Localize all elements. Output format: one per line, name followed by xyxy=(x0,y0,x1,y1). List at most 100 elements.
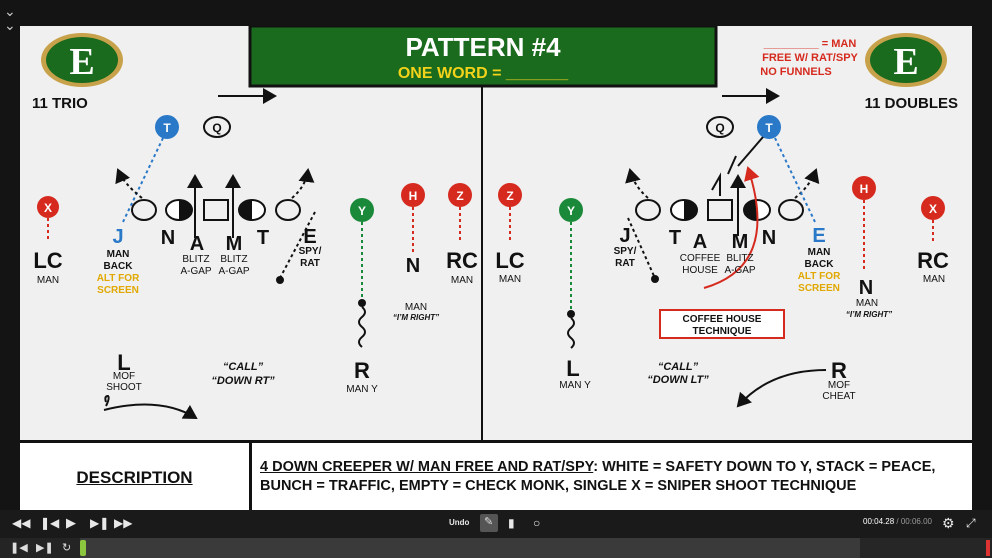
svg-text:SCREEN: SCREEN xyxy=(798,283,840,294)
svg-text:R: R xyxy=(831,358,847,383)
svg-text:ALT FOR: ALT FOR xyxy=(798,271,841,282)
time-readout: 00:04.28 / 00:06.00 xyxy=(863,517,932,526)
gear-icon[interactable]: ⚙ xyxy=(942,515,955,531)
svg-text:“CALL”: “CALL” xyxy=(223,361,264,373)
left-formation: 11 TRIO xyxy=(32,95,88,112)
svg-text:MAN: MAN xyxy=(37,275,59,286)
step-forward-icon[interactable]: ▶❚ xyxy=(90,516,110,530)
next-clip-icon[interactable]: ▶❚ xyxy=(36,542,54,554)
svg-text:A: A xyxy=(190,233,204,255)
svg-text:SHOOT: SHOOT xyxy=(106,382,142,393)
prev-clip-icon[interactable]: ❚◀ xyxy=(10,542,28,554)
play-diagram: PATTERN #4 ONE WORD = _______ E E 11 TRI… xyxy=(32,26,958,440)
svg-text:H: H xyxy=(860,182,869,196)
svg-text:LC: LC xyxy=(33,248,62,273)
circle-icon[interactable]: ○ xyxy=(533,516,541,530)
svg-text:A-GAP: A-GAP xyxy=(218,266,249,277)
skip-forward-icon[interactable]: ▶▶ xyxy=(114,516,133,530)
right-formation: 11 DOUBLES xyxy=(865,95,958,112)
svg-text:Y: Y xyxy=(567,204,575,218)
svg-text:E: E xyxy=(303,226,316,248)
svg-text:“I’M RIGHT”: “I’M RIGHT” xyxy=(393,313,439,322)
svg-text:BLITZ: BLITZ xyxy=(220,254,247,265)
slide-title: PATTERN #4 xyxy=(405,32,561,62)
right-logo: E xyxy=(865,33,947,87)
svg-text:A-GAP: A-GAP xyxy=(724,265,755,276)
svg-text:MAN: MAN xyxy=(107,249,130,260)
svg-text:RAT: RAT xyxy=(300,258,320,269)
svg-text:Z: Z xyxy=(506,189,513,203)
loop-icon[interactable]: ↻ xyxy=(62,542,72,554)
svg-text:T: T xyxy=(669,227,681,249)
description-text: 4 DOWN CREEPER W/ MAN FREE AND RAT/SPY: … xyxy=(260,458,966,496)
fullscreen-icon[interactable]: ⤢ xyxy=(966,516,976,530)
svg-text:COFFEE: COFFEE xyxy=(680,253,721,264)
coffee-house-box xyxy=(659,309,785,339)
svg-text:RAT: RAT xyxy=(615,258,635,269)
timeline-remaining xyxy=(860,538,986,558)
svg-text:T: T xyxy=(765,121,773,135)
comment-icon[interactable]: ▮ xyxy=(508,516,515,530)
svg-text:MOF: MOF xyxy=(113,371,135,382)
svg-text:MAN Y: MAN Y xyxy=(559,380,591,391)
svg-text:A-GAP: A-GAP xyxy=(180,266,211,277)
svg-text:BACK: BACK xyxy=(104,261,134,272)
svg-text:HOUSE: HOUSE xyxy=(682,265,718,276)
svg-text:R: R xyxy=(354,358,370,383)
svg-text:BLITZ: BLITZ xyxy=(726,253,753,264)
svg-text:TECHNIQUE: TECHNIQUE xyxy=(693,326,752,337)
svg-text:BACK: BACK xyxy=(805,259,835,270)
svg-text:CHEAT: CHEAT xyxy=(822,391,855,402)
play-icon[interactable]: ▶ xyxy=(66,515,76,530)
svg-text:MAN: MAN xyxy=(451,275,473,286)
svg-text:MOF: MOF xyxy=(828,380,850,391)
svg-text:E: E xyxy=(812,225,825,247)
slide xyxy=(20,26,972,510)
svg-text:M: M xyxy=(732,231,749,253)
description-label: DESCRIPTION xyxy=(76,468,193,487)
svg-text:L: L xyxy=(566,356,579,381)
svg-text:X: X xyxy=(44,201,52,215)
svg-text:RC: RC xyxy=(446,248,478,273)
description-lead: 4 DOWN CREEPER W/ MAN FREE AND RAT/SPY xyxy=(260,459,594,475)
right-defense: Z LC MAN Y L MAN Y Q T J SPY/ xyxy=(495,115,949,408)
svg-text:SPY/: SPY/ xyxy=(299,246,322,257)
timeline-end-marker xyxy=(986,540,990,556)
svg-text:MAN: MAN xyxy=(499,274,521,285)
note-line-2: FREE W/ RAT/SPY xyxy=(762,52,858,64)
svg-text:N: N xyxy=(762,227,776,249)
timeline-track[interactable] xyxy=(80,538,860,558)
svg-text:Z: Z xyxy=(456,189,463,203)
step-back-icon[interactable]: ❚◀ xyxy=(40,516,60,530)
time-total: 00:06.00 xyxy=(900,517,932,526)
svg-text:“DOWN LT”: “DOWN LT” xyxy=(647,374,709,386)
undo-button[interactable]: Undo xyxy=(449,518,470,527)
svg-text:E: E xyxy=(893,41,918,83)
time-current: 00:04.28 xyxy=(863,517,895,526)
svg-text:A: A xyxy=(693,231,707,253)
svg-text:N: N xyxy=(859,277,873,299)
svg-text:BLITZ: BLITZ xyxy=(182,254,209,265)
svg-text:MAN: MAN xyxy=(923,274,945,285)
skip-back-icon[interactable]: ◀◀ xyxy=(12,516,31,530)
collapse-menu-icon[interactable]: ⌄⌄ xyxy=(4,3,16,33)
svg-text:MAN: MAN xyxy=(808,247,831,258)
svg-text:Y: Y xyxy=(358,204,366,218)
svg-text:Q: Q xyxy=(715,121,724,135)
slide-subtitle: ONE WORD = _______ xyxy=(398,65,569,82)
playhead[interactable] xyxy=(80,540,86,556)
left-logo: E xyxy=(41,33,123,87)
description-row: DESCRIPTION 4 DOWN CREEPER W/ MAN FREE A… xyxy=(20,440,972,513)
svg-text:MAN Y: MAN Y xyxy=(346,384,378,395)
svg-text:M: M xyxy=(226,233,243,255)
svg-text:T: T xyxy=(163,121,171,135)
svg-text:L: L xyxy=(117,350,130,375)
timeline[interactable]: ❚◀ ▶❚ ↻ xyxy=(0,538,992,558)
svg-text:X: X xyxy=(929,202,937,216)
svg-text:“CALL”: “CALL” xyxy=(658,361,699,373)
svg-text:N: N xyxy=(161,227,175,249)
svg-text:COFFEE HOUSE: COFFEE HOUSE xyxy=(683,314,762,325)
svg-text:J: J xyxy=(112,226,123,248)
note-line-1: _________ = MAN xyxy=(763,38,857,50)
pen-icon[interactable]: ✎ xyxy=(480,514,498,532)
